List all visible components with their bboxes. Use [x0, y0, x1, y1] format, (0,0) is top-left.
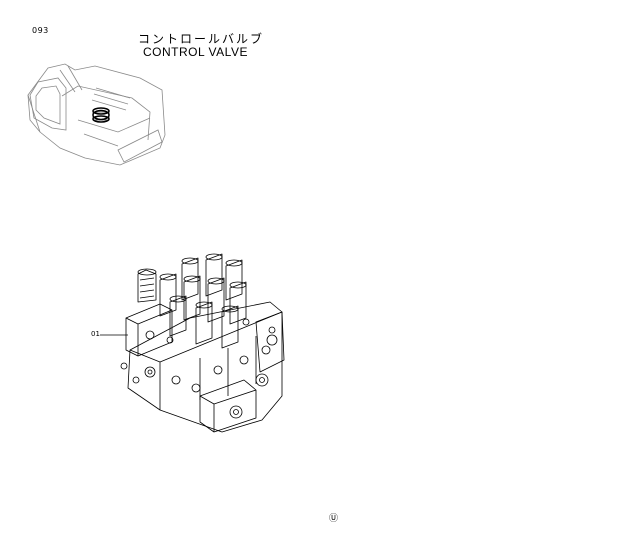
footer-mark: Ⓤ	[329, 514, 339, 524]
callout-label: 01	[91, 330, 100, 338]
title-english: CONTROL VALVE	[143, 45, 248, 59]
page-code: 093	[32, 26, 49, 35]
valve-location-marker	[92, 107, 110, 123]
title-japanese: コントロールバルブ	[138, 32, 265, 46]
